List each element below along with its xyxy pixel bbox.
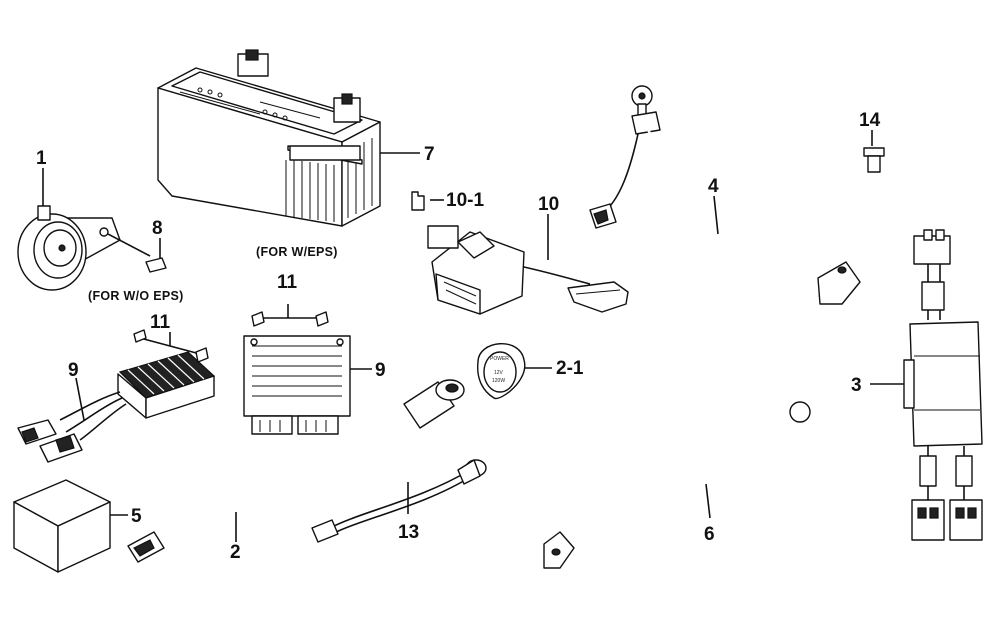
socket-wattage: 120W [492, 378, 505, 384]
small-harness-part-13 [311, 459, 487, 543]
regulator-left-part-9 [17, 351, 216, 463]
callout-3: 3 [851, 375, 862, 396]
callout-9-left: 9 [68, 360, 79, 381]
socket-cap-part-2-1: POWER 12V 120W [477, 343, 526, 400]
callout-11-right: 11 [277, 272, 298, 293]
callout-10-1: 10-1 [446, 190, 484, 211]
callout-10: 10 [538, 194, 559, 215]
callout-6: 6 [704, 524, 715, 545]
clip-part-10-1 [411, 191, 425, 211]
plug-part-14 [863, 147, 885, 173]
box-part-5 [13, 479, 111, 573]
callout-2: 2 [230, 542, 241, 563]
battery-part-7 [157, 49, 381, 227]
socket-harness-part-2 [127, 379, 465, 563]
relay-harness-part-10 [427, 225, 629, 315]
callout-4: 4 [708, 176, 719, 197]
callout-7: 7 [424, 144, 435, 165]
note-with-eps: (FOR W/EPS) [256, 245, 338, 259]
socket-brand: POWER [490, 356, 509, 362]
callout-8: 8 [152, 218, 163, 239]
callout-13: 13 [398, 522, 419, 543]
module-part-3 [903, 229, 983, 541]
callout-9-right: 9 [375, 360, 386, 381]
screws-left-part-11 [133, 329, 209, 363]
callout-1: 1 [36, 148, 47, 169]
socket-voltage: 12V [494, 370, 504, 376]
battery-cable-part-6 [543, 401, 811, 569]
note-without-eps: (FOR W/O EPS) [88, 289, 184, 303]
bolt-part-8 [107, 233, 167, 273]
callout-2-1: 2-1 [556, 358, 584, 379]
horn-part-1 [17, 205, 121, 291]
regulator-right-part-9 [243, 304, 351, 435]
callout-14: 14 [859, 110, 881, 131]
callout-5: 5 [131, 506, 142, 527]
callout-11-left: 11 [150, 312, 171, 333]
harness-part-4 [589, 85, 861, 305]
